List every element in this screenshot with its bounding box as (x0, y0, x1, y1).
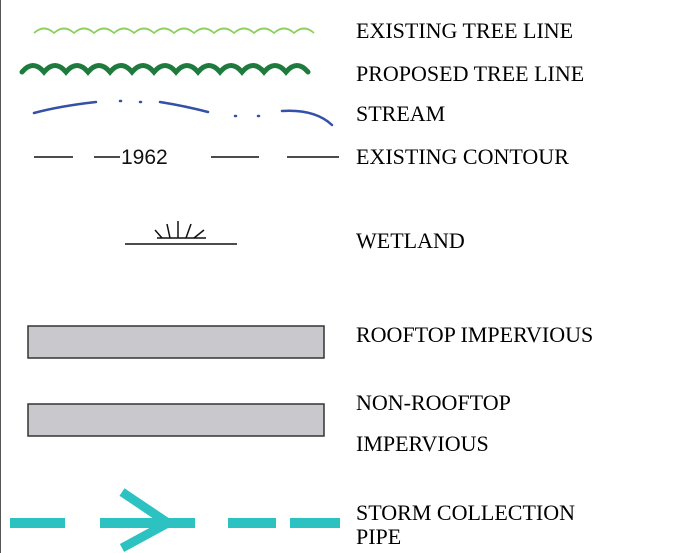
proposed-tree-line-label: PROPOSED TREE LINE (356, 61, 585, 86)
rooftop-impervious-label: ROOFTOP IMPERVIOUS (356, 322, 594, 347)
wetland-symbol (125, 221, 237, 245)
stream-symbol (32, 99, 334, 127)
storm-collection-pipe-symbol (10, 488, 340, 552)
non-rooftop-impervious-swatch (27, 403, 325, 437)
non-rooftop-impervious-label-line2: IMPERVIOUS (356, 431, 489, 456)
existing-tree-line-label: EXISTING TREE LINE (356, 18, 574, 43)
non-rooftop-impervious-label-line1: NON-ROOFTOP (356, 390, 511, 415)
wetland-label: WETLAND (356, 228, 465, 253)
proposed-tree-line-symbol (19, 63, 311, 76)
existing-contour-symbol: 1962 (34, 146, 339, 169)
existing-contour-label: EXISTING CONTOUR (356, 144, 569, 169)
existing-tree-line-symbol (33, 27, 315, 35)
contour-value-label: 1962 (121, 146, 168, 169)
left-border (0, 0, 1, 553)
rooftop-impervious-swatch (27, 325, 325, 359)
storm-collection-pipe-label-line2: PIPE (356, 524, 402, 549)
storm-collection-pipe-label-line1: STORM COLLECTION (356, 500, 575, 525)
stream-label: STREAM (356, 101, 446, 126)
